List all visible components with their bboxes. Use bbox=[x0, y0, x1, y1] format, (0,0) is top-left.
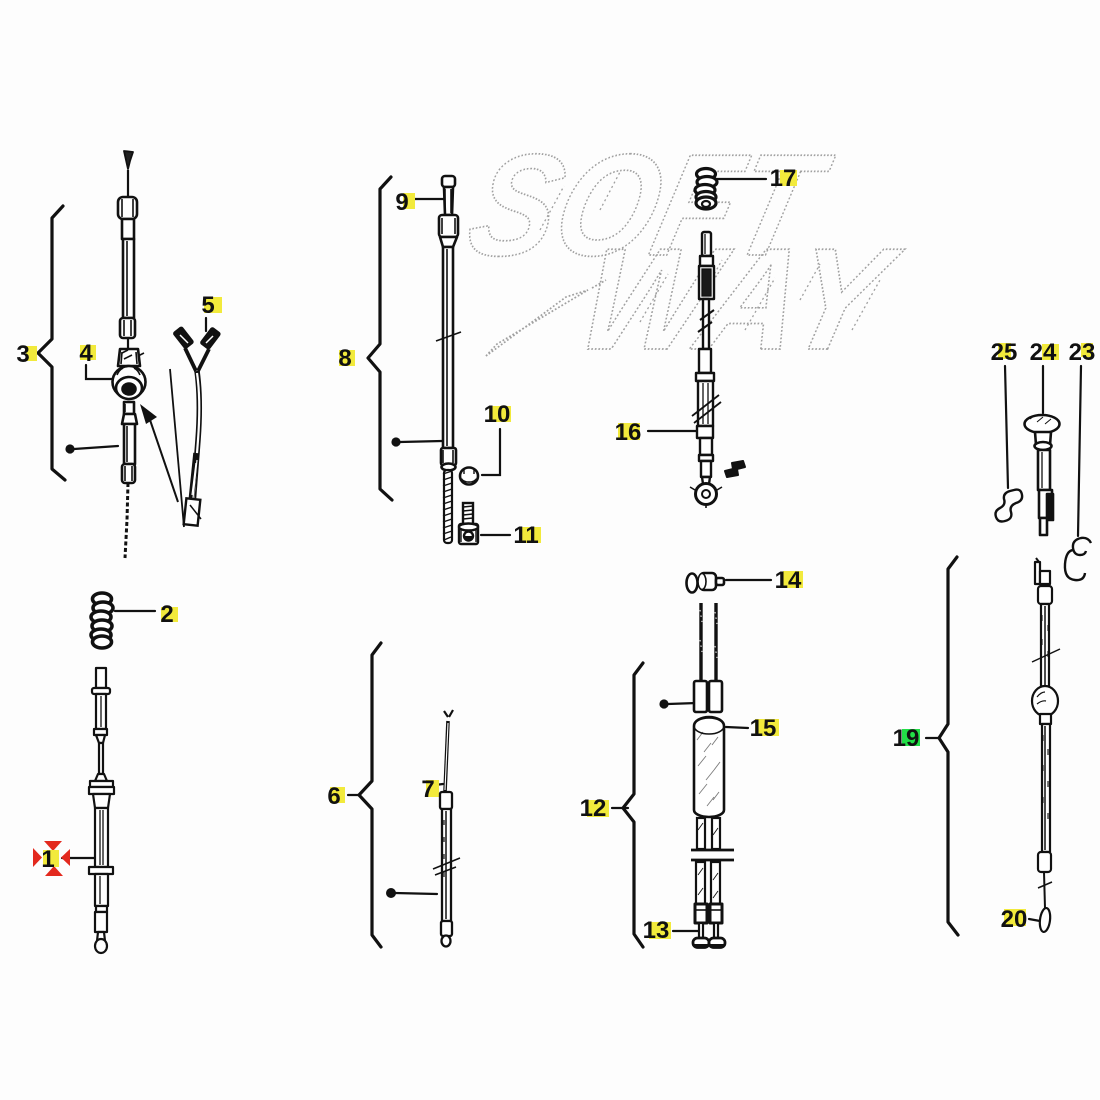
svg-text:23: 23 bbox=[1069, 339, 1096, 366]
svg-text:1: 1 bbox=[41, 846, 54, 873]
svg-text:3: 3 bbox=[16, 341, 29, 368]
svg-text:25: 25 bbox=[991, 339, 1018, 366]
svg-text:13: 13 bbox=[643, 917, 670, 944]
svg-text:4: 4 bbox=[79, 340, 93, 367]
svg-text:20: 20 bbox=[1001, 906, 1028, 933]
svg-text:15: 15 bbox=[750, 715, 777, 742]
svg-text:16: 16 bbox=[615, 419, 642, 446]
svg-text:6: 6 bbox=[327, 783, 340, 810]
svg-text:24: 24 bbox=[1030, 339, 1057, 366]
svg-text:WAY: WAY bbox=[564, 219, 913, 381]
svg-text:2: 2 bbox=[160, 601, 173, 628]
svg-text:19: 19 bbox=[893, 725, 920, 752]
svg-text:14: 14 bbox=[775, 567, 802, 594]
svg-text:SOFT: SOFT bbox=[454, 125, 844, 287]
svg-text:7: 7 bbox=[421, 776, 434, 803]
svg-text:12: 12 bbox=[580, 795, 607, 822]
svg-text:9: 9 bbox=[395, 189, 408, 216]
svg-text:17: 17 bbox=[770, 165, 797, 192]
svg-text:11: 11 bbox=[513, 522, 538, 549]
svg-text:10: 10 bbox=[484, 401, 511, 428]
svg-text:5: 5 bbox=[201, 292, 214, 319]
svg-text:8: 8 bbox=[338, 345, 351, 372]
